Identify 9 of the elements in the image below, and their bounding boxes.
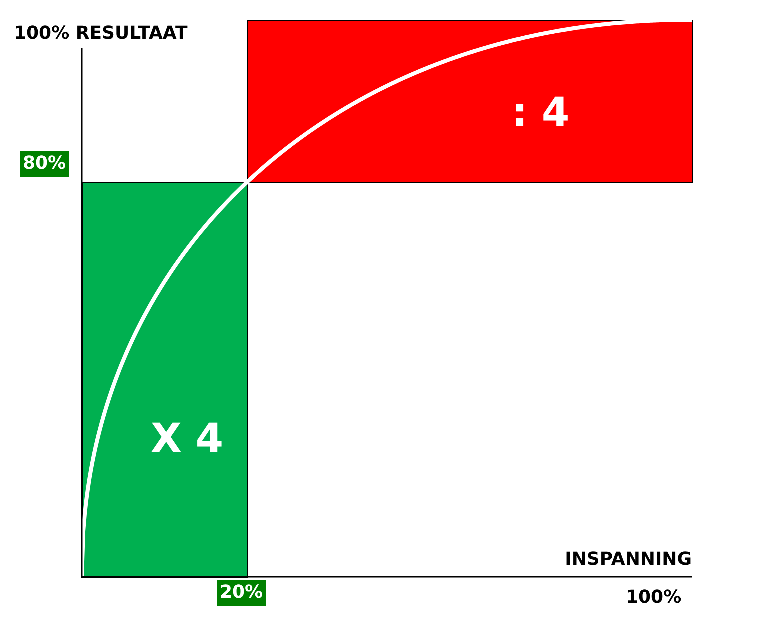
percentage-tag: 80%: [20, 151, 70, 177]
multiplier-text: : 4: [512, 93, 570, 133]
axis-title: 100% RESULTAAT: [14, 25, 188, 43]
axis-title: INSPANNING: [565, 551, 692, 569]
multiplier-text: X 4: [151, 419, 224, 459]
loss-rectangle: [247, 20, 693, 183]
percentage-tag: 20%: [217, 580, 266, 606]
gain-rectangle: [82, 182, 248, 578]
axis-label: 100%: [626, 589, 682, 607]
